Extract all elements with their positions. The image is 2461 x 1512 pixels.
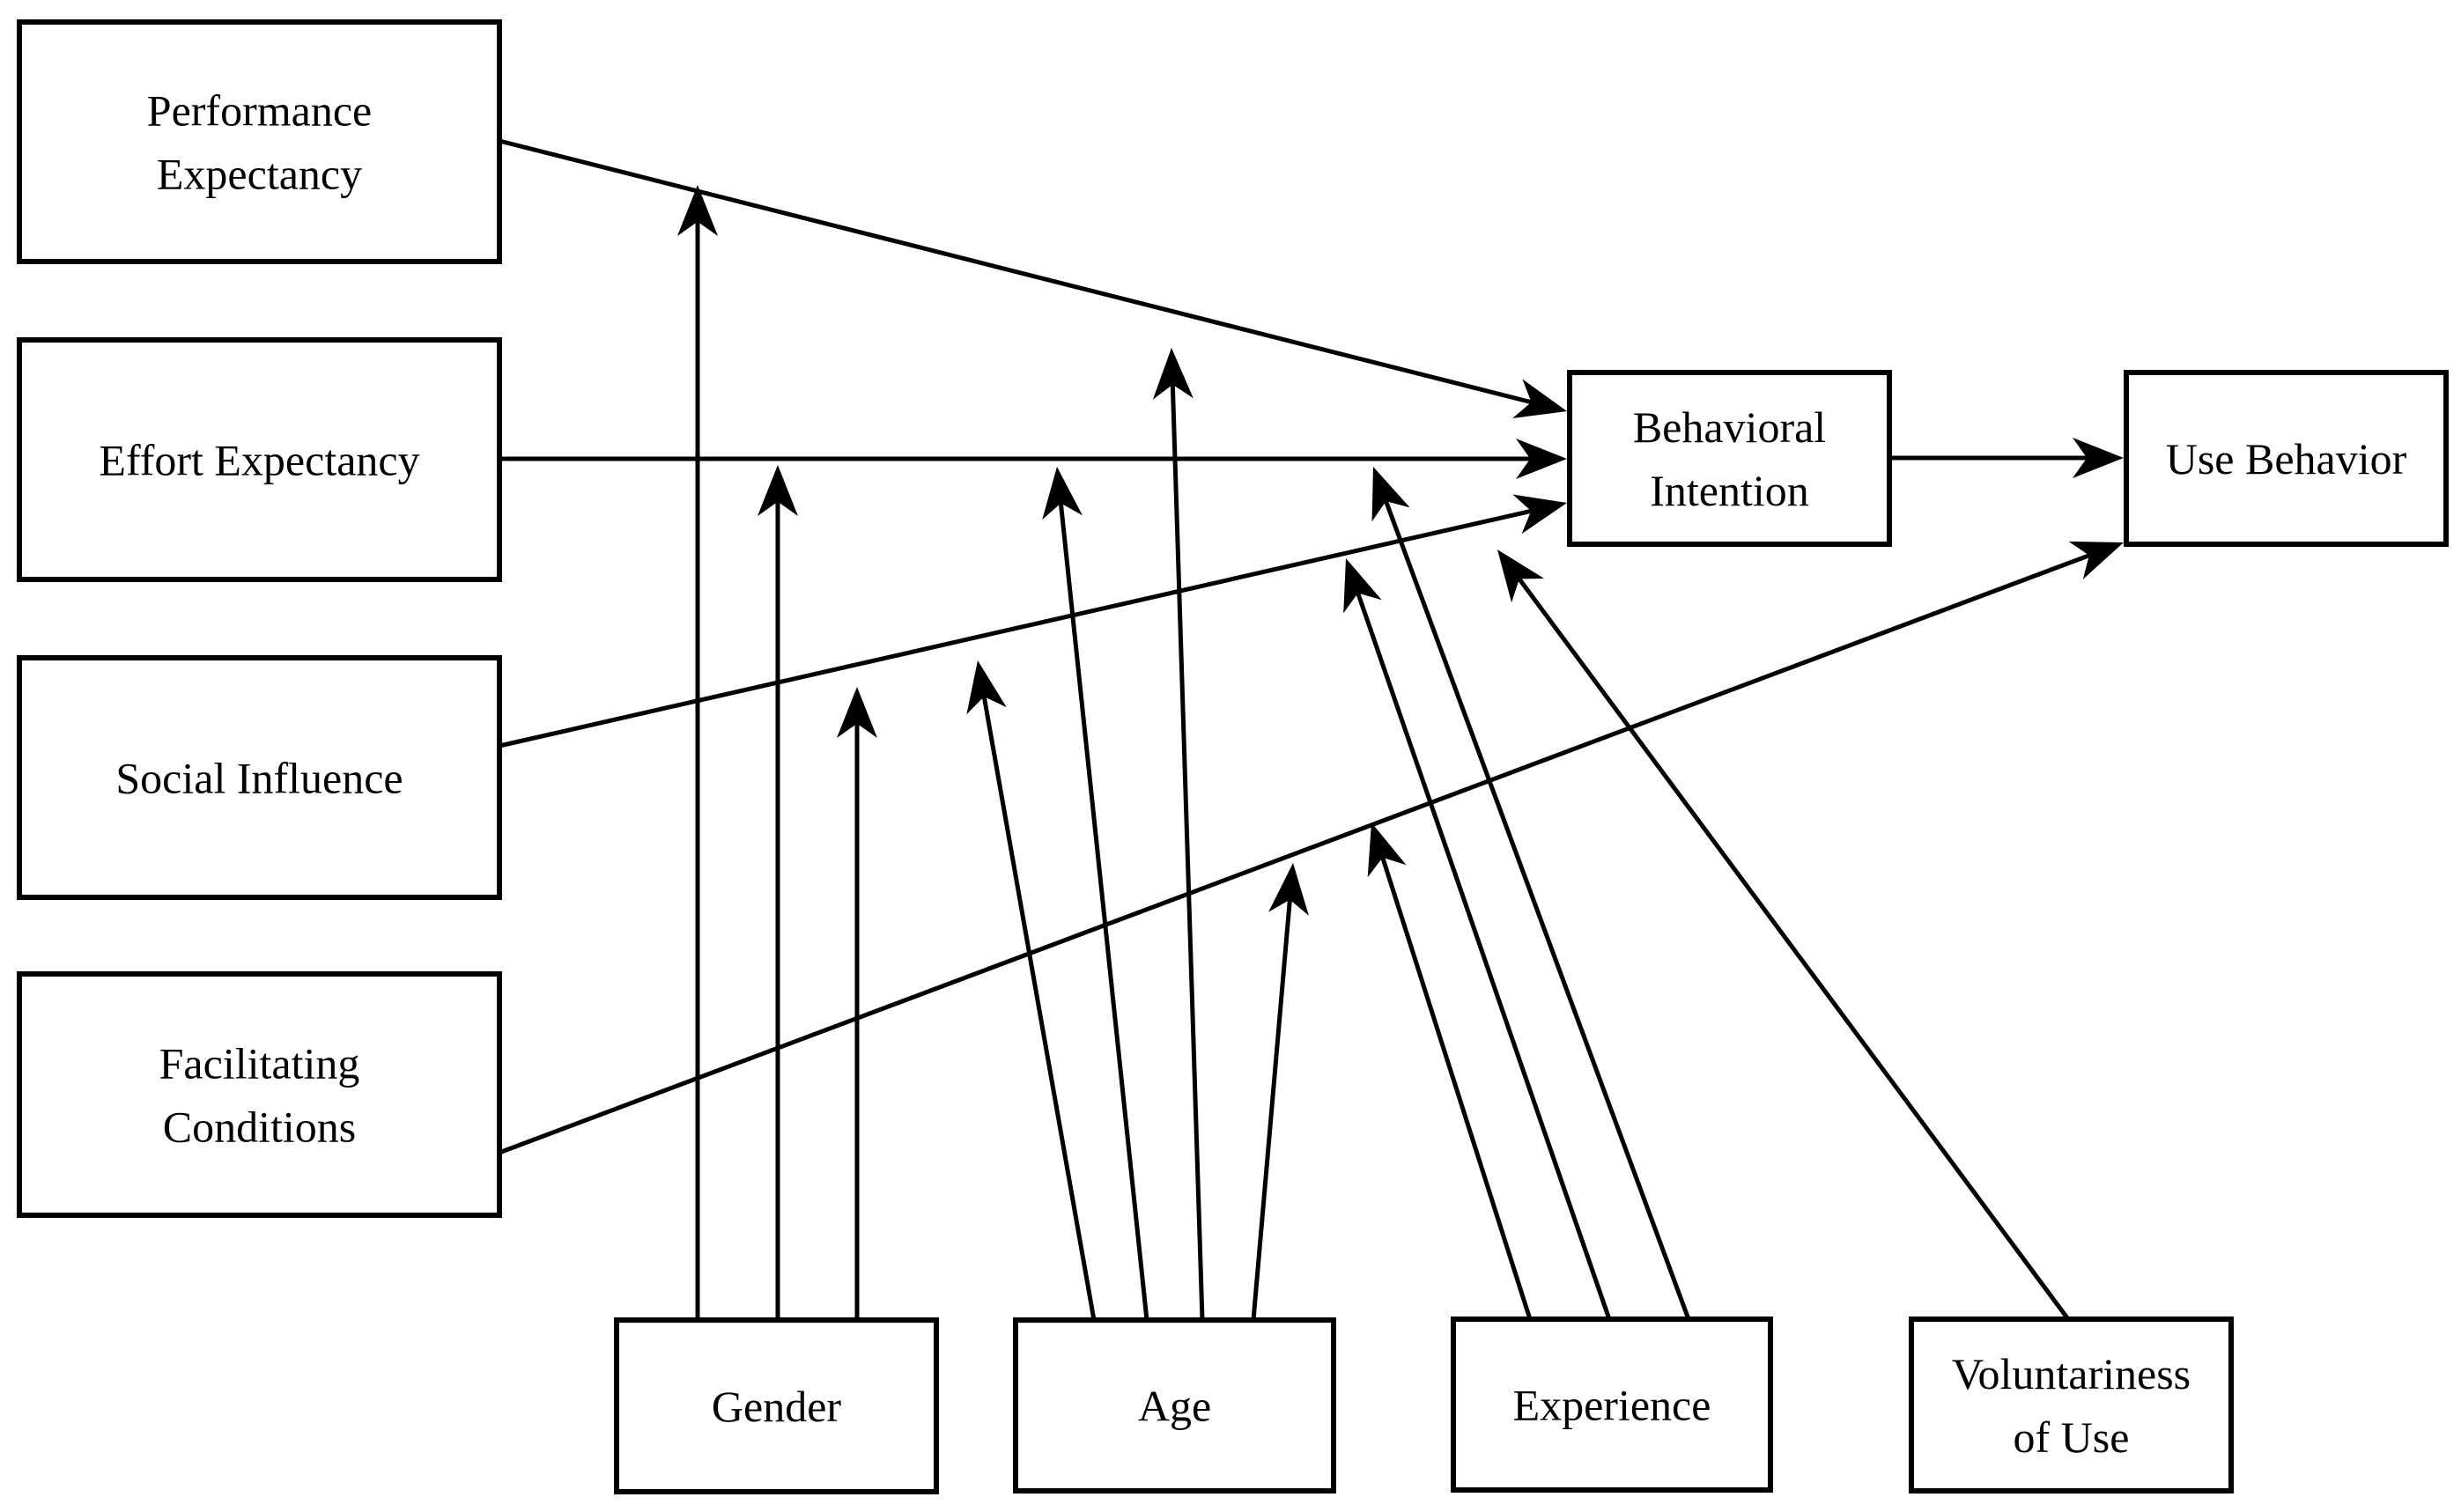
edge-experience-to-fc-path xyxy=(1367,822,1533,1320)
edge-line-age-to-fc-path xyxy=(1251,899,1292,1321)
edge-effort-expectancy-to-behavioral-intention xyxy=(499,439,1567,479)
edge-gender-to-si-path xyxy=(837,687,877,1320)
node-social-influence: Social Influence xyxy=(17,655,502,900)
arrowhead-icon xyxy=(1152,348,1194,400)
edge-line-age-to-si-path xyxy=(981,696,1097,1321)
arrowhead-icon xyxy=(966,660,1007,715)
node-label-use-behavior: Use Behavior xyxy=(2166,434,2407,483)
edge-line-facilitating-conditions-to-use-behavior xyxy=(496,553,2090,1156)
edge-social-influence-to-behavioral-intention xyxy=(499,494,1567,749)
edge-experience-to-ee-path xyxy=(1371,467,1691,1320)
arrowhead-icon xyxy=(1497,549,1545,603)
edge-age-to-pe-path xyxy=(1152,348,1205,1321)
node-box-behavioral-intention xyxy=(1567,370,1892,547)
edge-line-age-to-pe-path xyxy=(1170,384,1205,1321)
arrowhead-icon xyxy=(1367,822,1407,878)
arrowhead-icon xyxy=(758,465,798,516)
node-box-experience xyxy=(1451,1317,1773,1493)
edge-line-age-to-ee-path xyxy=(1058,503,1149,1321)
node-gender: Gender xyxy=(614,1317,939,1494)
arrowhead-icon xyxy=(1516,439,1567,479)
node-box-voluntariness-of-use xyxy=(1909,1317,2234,1494)
arrowhead-icon xyxy=(2068,541,2124,579)
arrowhead-icon xyxy=(1371,467,1410,522)
edge-behavioral-intention-to-use-behavior xyxy=(1889,438,2124,478)
edge-performance-expectancy-to-behavioral-intention xyxy=(499,138,1567,419)
edge-experience-to-si-path xyxy=(1343,558,1612,1320)
node-box-use-behavior xyxy=(2124,370,2449,547)
edge-line-experience-to-fc-path xyxy=(1380,857,1533,1320)
node-box-gender xyxy=(614,1317,939,1494)
node-label-social-influence: Social Influence xyxy=(115,754,403,803)
node-age: Age xyxy=(1013,1317,1336,1494)
arrowhead-icon xyxy=(1512,494,1567,535)
node-box-social-influence xyxy=(17,655,502,900)
node-effort-expectancy: Effort Expectancy xyxy=(17,337,502,582)
edge-age-to-ee-path xyxy=(1042,467,1149,1321)
edge-line-voluntariness-to-si-path xyxy=(1517,578,2071,1321)
edge-layer xyxy=(496,138,2124,1321)
arrowhead-icon xyxy=(2073,438,2124,478)
node-label-experience: Experience xyxy=(1513,1381,1711,1430)
edge-line-experience-to-si-path xyxy=(1356,592,1612,1320)
arrowhead-icon xyxy=(1268,863,1309,916)
edge-line-social-influence-to-behavioral-intention xyxy=(499,508,1532,749)
node-box-effort-expectancy xyxy=(17,337,502,582)
edge-line-experience-to-ee-path xyxy=(1384,500,1691,1320)
node-label-gender: Gender xyxy=(712,1382,841,1431)
arrowhead-icon xyxy=(1512,379,1567,419)
arrowhead-icon xyxy=(677,185,718,236)
node-box-facilitating-conditions xyxy=(17,971,502,1218)
node-box-performance-expectancy xyxy=(17,19,502,264)
node-experience: Experience xyxy=(1451,1317,1773,1493)
arrowhead-icon xyxy=(1343,558,1382,614)
edge-age-to-fc-path xyxy=(1251,863,1309,1321)
node-box-age xyxy=(1013,1317,1336,1494)
edge-line-performance-expectancy-to-behavioral-intention xyxy=(499,138,1533,405)
arrowhead-icon xyxy=(1042,467,1083,520)
edge-voluntariness-to-si-path xyxy=(1497,549,2071,1321)
edge-facilitating-conditions-to-use-behavior xyxy=(496,541,2124,1156)
edge-gender-to-pe-path xyxy=(677,185,718,1320)
node-use-behavior: Use Behavior xyxy=(2124,370,2449,547)
node-label-age: Age xyxy=(1138,1382,1211,1431)
node-label-effort-expectancy: Effort Expectancy xyxy=(99,436,419,485)
edge-age-to-si-path xyxy=(966,660,1097,1321)
edge-gender-to-ee-path xyxy=(758,465,798,1320)
arrowhead-icon xyxy=(837,687,877,738)
